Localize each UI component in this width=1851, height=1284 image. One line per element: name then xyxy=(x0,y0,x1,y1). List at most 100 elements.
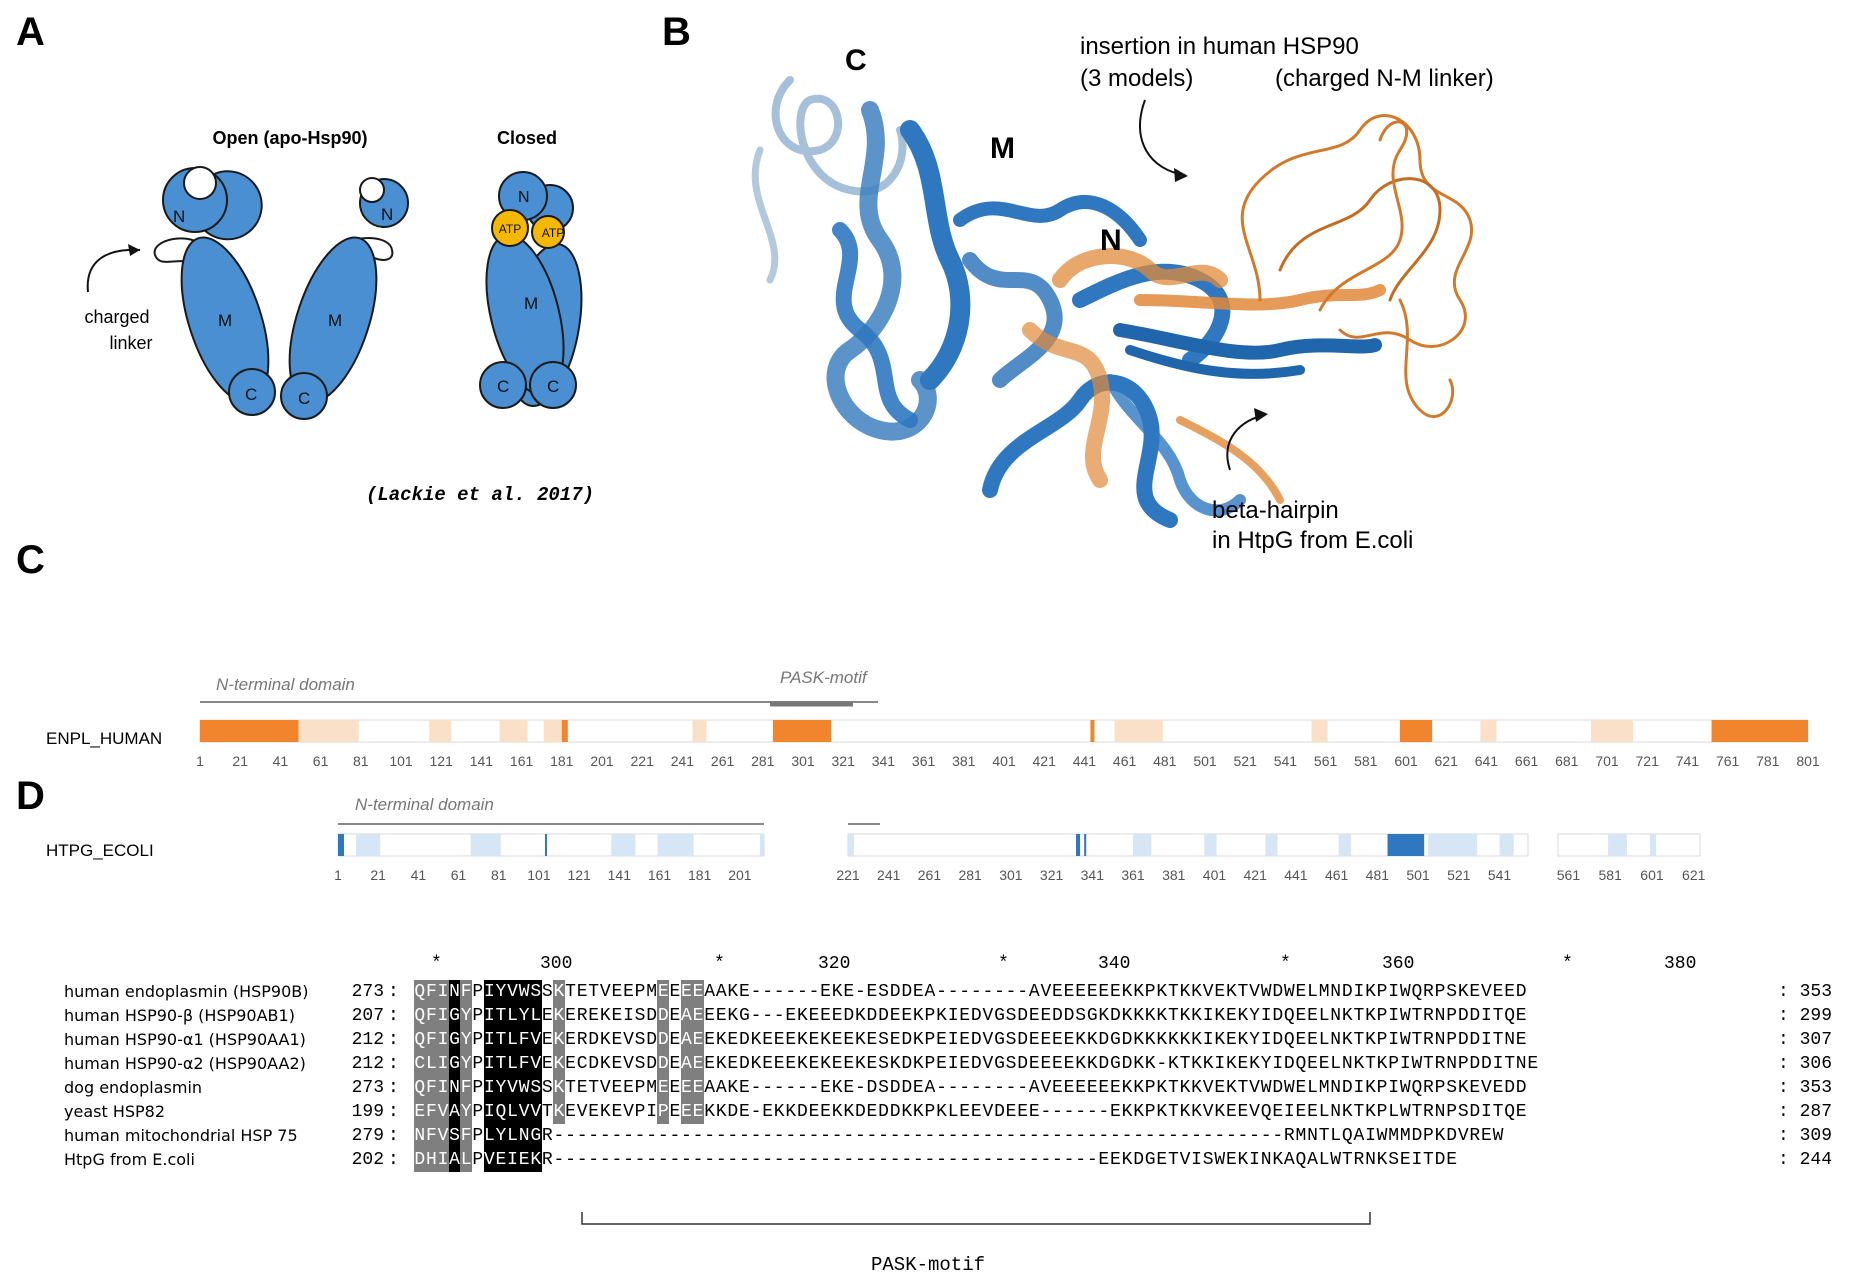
enpl-tick-label: 1 xyxy=(196,753,204,769)
insertion-label-line-2: (3 models) xyxy=(1080,65,1193,92)
sequence-name: HtpG from E.coli xyxy=(64,1150,195,1169)
enpl-tick-label: 321 xyxy=(832,753,856,769)
domain-n-closed: N xyxy=(518,189,530,206)
enpl-track xyxy=(199,719,1809,743)
structure-label-m: M xyxy=(990,132,1015,165)
htpg-light-segment xyxy=(1204,834,1217,856)
htpg-tick-label: 601 xyxy=(1640,867,1664,883)
closed-title: Closed xyxy=(497,128,557,148)
enpl-tick-label: 21 xyxy=(232,753,248,769)
enpl-tick-label: 601 xyxy=(1394,753,1418,769)
enpl-light-segment xyxy=(1114,720,1163,742)
enpl-tick-label: 581 xyxy=(1354,753,1378,769)
htpg-tick-label: 101 xyxy=(527,867,551,883)
htpg-light-segment xyxy=(356,834,381,856)
enpl-light-segment xyxy=(298,720,359,742)
ruler-star-5: * xyxy=(1562,954,1573,974)
htpg-track xyxy=(337,833,1701,857)
linker-arrow xyxy=(86,248,141,293)
enpl-strong-segment xyxy=(1711,720,1808,742)
enpl-light-segment xyxy=(499,720,528,742)
sequence-end: : 353 xyxy=(1778,1078,1833,1098)
htpg-tick-label: 241 xyxy=(877,867,901,883)
domain-c-open-right: C xyxy=(298,389,310,408)
structure-label-c: C xyxy=(845,44,867,77)
hairpin-label-line-1: beta-hairpin xyxy=(1212,497,1339,524)
sequence-residues: QFINFPIYVWSSKTETVEEPMEEEEAAKE------EKE-E… xyxy=(414,980,1527,1004)
ruler-360: 360 xyxy=(1382,954,1415,974)
sequence-residues: DHIALPVEIEKR----------------------------… xyxy=(414,1148,1458,1172)
enpl-domain-label: N-terminal domain xyxy=(216,675,355,694)
htpg-light-segment xyxy=(848,834,855,856)
domain-c-open-left: C xyxy=(245,385,257,404)
sequence-end: : 244 xyxy=(1778,1150,1833,1170)
htpg-strong-segment xyxy=(1387,834,1425,856)
enpl-tick-label: 381 xyxy=(952,753,976,769)
sequence-name: dog endoplasmin xyxy=(64,1078,203,1097)
enpl-light-segment xyxy=(692,720,707,742)
sequence-end: : 287 xyxy=(1778,1102,1833,1122)
citation: (Lackie et al. 2017) xyxy=(366,484,594,506)
ruler-320: 320 xyxy=(818,954,851,974)
htpg-light-segment xyxy=(1649,834,1657,856)
panel-letter-c: C xyxy=(16,538,45,582)
enpl-tick-label: 101 xyxy=(389,753,413,769)
htpg-tick-label: 181 xyxy=(688,867,712,883)
htpg-tick-label: 1 xyxy=(334,867,342,883)
sequence-start: 212 xyxy=(351,1054,384,1074)
htpg-tick-label: 461 xyxy=(1325,867,1349,883)
sequence-start: 279 xyxy=(351,1126,384,1146)
enpl-tick-label: 401 xyxy=(992,753,1016,769)
sequence-start: 207 xyxy=(351,1006,384,1026)
sequence-name: human endoplasmin (HSP90B) xyxy=(64,982,309,1001)
htpg-light-segment xyxy=(1428,834,1478,856)
enpl-light-segment xyxy=(543,720,564,742)
sequence-residues: QFINFPIYVWSSKTETVEEPMEEEEAAKE------EKE-D… xyxy=(414,1076,1527,1100)
structure-label-n: N xyxy=(1100,224,1122,257)
enpl-tick-label: 801 xyxy=(1796,753,1820,769)
sequence-start: 273 xyxy=(351,1078,384,1098)
sequence-residues: QFIGYPITLYLEKEREKEISDDEAEEEKG---EKEEEDKD… xyxy=(414,1004,1527,1028)
htpg-tick-label: 521 xyxy=(1447,867,1471,883)
sequence-residues: CLIGYPITLFVEKECDKEVSDDEAEEKEDKEEEKEKEEKE… xyxy=(414,1052,1539,1076)
enpl-tick-label: 241 xyxy=(671,753,695,769)
ruler-star-1: * xyxy=(431,954,442,974)
linker-label-line-2: linker xyxy=(109,333,152,353)
hairpin-arrowhead xyxy=(1254,408,1268,422)
enpl-tick-label: 141 xyxy=(470,753,494,769)
enpl-tick-label: 261 xyxy=(711,753,735,769)
sequence-end: : 309 xyxy=(1778,1126,1833,1146)
htpg-strong-segment xyxy=(1076,834,1081,856)
open-right-monomer xyxy=(280,177,409,420)
enpl-tick-label: 641 xyxy=(1475,753,1499,769)
htpg-ecoli-structure xyxy=(751,76,1382,528)
sequence-colon: : xyxy=(388,982,399,1002)
htpg-tick-label: 201 xyxy=(728,867,752,883)
domain-m-open-left: M xyxy=(218,311,232,330)
ruler-star-2: * xyxy=(714,954,725,974)
enpl-tick-label: 741 xyxy=(1676,753,1700,769)
enpl-tick-label: 41 xyxy=(273,753,289,769)
sequence-colon: : xyxy=(388,1150,399,1170)
atp-label-left: ATP xyxy=(499,222,521,236)
enpl-strong-segment xyxy=(1090,720,1095,742)
sequence-colon: : xyxy=(388,1006,399,1026)
enpl-tick-label: 361 xyxy=(912,753,936,769)
sequence-name: human HSP90-α2 (HSP90AA2) xyxy=(64,1054,306,1073)
enpl-light-segment xyxy=(1311,720,1328,742)
sequence-end: : 307 xyxy=(1778,1030,1833,1050)
enpl-tick-label: 181 xyxy=(550,753,574,769)
htpg-tick-label: 421 xyxy=(1244,867,1268,883)
ruler-300: 300 xyxy=(540,954,573,974)
htpg-tick-label: 581 xyxy=(1599,867,1623,883)
enpl-tick-label: 341 xyxy=(872,753,896,769)
panel-a-hsp90-schematic: Open (apo-Hsp90) Closed N M C N M C char… xyxy=(84,128,594,506)
hairpin-label-line-2: in HtpG from E.coli xyxy=(1212,527,1413,554)
htpg-tick-label: 341 xyxy=(1081,867,1105,883)
sequence-colon: : xyxy=(388,1054,399,1074)
enpl-strong-segment xyxy=(200,720,299,742)
htpg-tick-label: 361 xyxy=(1121,867,1145,883)
sequence-start: 273 xyxy=(351,982,384,1002)
htpg-tick-label: 621 xyxy=(1682,867,1706,883)
